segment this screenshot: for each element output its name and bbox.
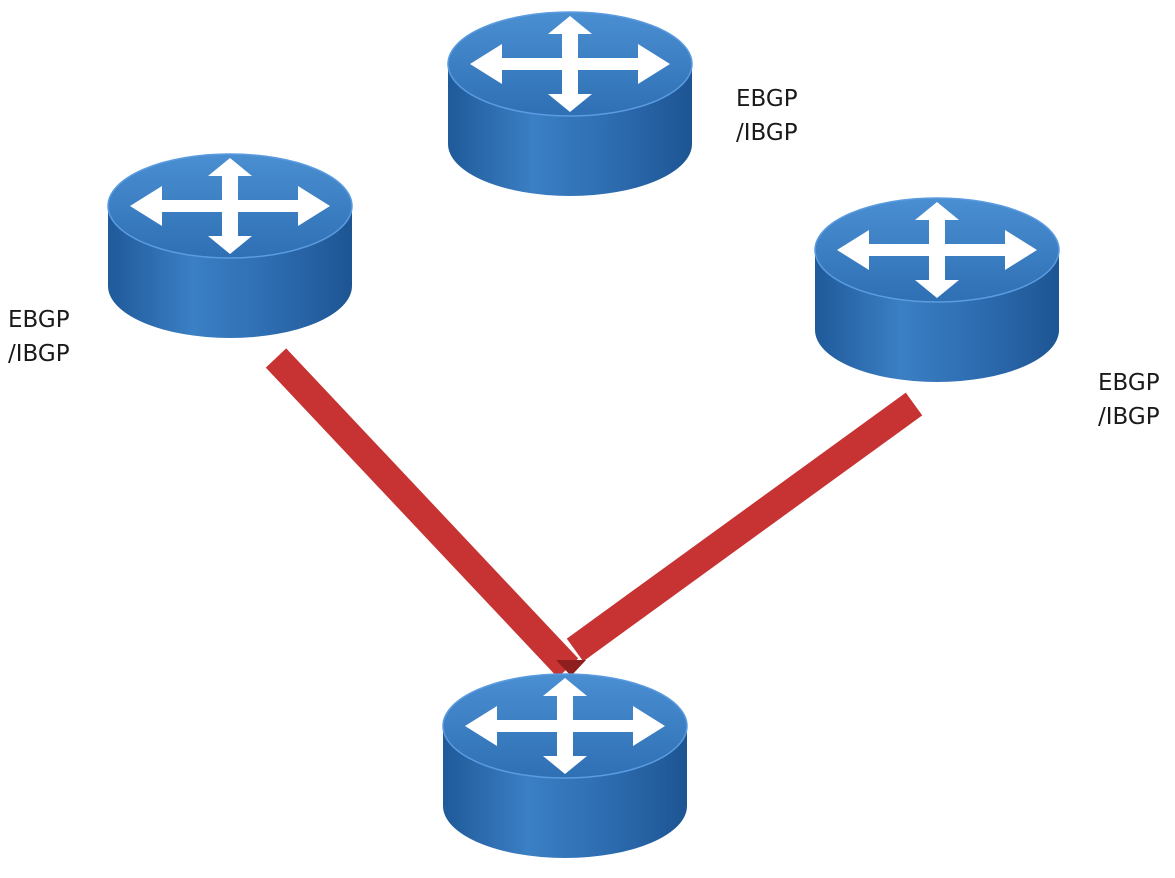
label-line2: /IBGP [8, 341, 70, 367]
links [265, 230, 923, 678]
label-router-top: EBGP /IBGP [736, 82, 798, 150]
label-line1: EBGP [8, 307, 70, 333]
label-line1: EBGP [736, 86, 798, 112]
label-router-left: EBGP /IBGP [8, 303, 70, 371]
link-left-to-bottom [265, 348, 579, 678]
label-line1: EBGP [1098, 370, 1160, 396]
label-line2: /IBGP [736, 120, 798, 146]
link-right-to-bottom [566, 392, 923, 662]
router-right[interactable] [814, 197, 1060, 383]
router-icon [107, 153, 353, 339]
router-icon [447, 11, 693, 197]
router-top[interactable] [447, 11, 693, 197]
label-router-right: EBGP /IBGP [1098, 366, 1160, 434]
router-icon [814, 197, 1060, 383]
label-line2: /IBGP [1098, 404, 1160, 430]
link-junction [556, 660, 586, 676]
router-icon [442, 673, 688, 859]
router-bottom[interactable] [442, 673, 688, 859]
router-left[interactable] [107, 153, 353, 339]
